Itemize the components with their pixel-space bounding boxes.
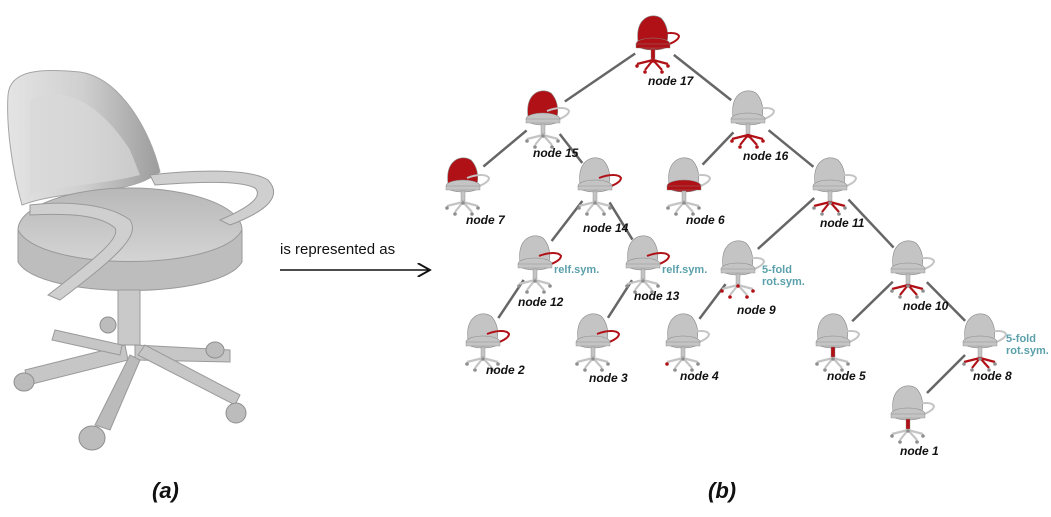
chair-icon bbox=[575, 313, 621, 372]
tree-edge-n11-n10 bbox=[847, 198, 895, 249]
tree-edge-n10-n8 bbox=[925, 281, 967, 322]
symmetry-label: 5-fold bbox=[762, 264, 792, 276]
node-label: node 13 bbox=[634, 289, 680, 303]
node-label: node 17 bbox=[648, 74, 695, 88]
tree-edge-n15-n14 bbox=[558, 133, 584, 164]
tree-edge-n16-n6 bbox=[701, 131, 735, 166]
chair-icon bbox=[635, 15, 681, 74]
node-label: node 4 bbox=[680, 369, 719, 383]
caption-b: (b) bbox=[708, 478, 736, 503]
node-label: node 7 bbox=[466, 213, 506, 227]
tree-node-n15: node 15 bbox=[525, 90, 579, 160]
symmetry-label: relf.sym. bbox=[554, 264, 599, 276]
tree-node-n3: node 3 bbox=[575, 313, 628, 385]
node-label: node 8 bbox=[973, 369, 1012, 383]
tree-node-n5: node 5 bbox=[815, 313, 866, 383]
chair-icon bbox=[730, 90, 776, 149]
chair-icon bbox=[666, 157, 712, 216]
chair-icon bbox=[815, 313, 861, 372]
chair-icon bbox=[812, 157, 858, 216]
tree-node-n11: node 11 bbox=[812, 157, 865, 230]
tree-edge-n10-n5 bbox=[851, 280, 894, 323]
node-label: node 1 bbox=[900, 444, 939, 458]
chair-icon bbox=[465, 313, 511, 372]
tree-edge-n17-n15 bbox=[564, 52, 636, 103]
tree-node-n12: node 12 relf.sym. bbox=[517, 235, 599, 309]
symmetry-label: 5-fold bbox=[1006, 333, 1036, 345]
node-label: node 6 bbox=[686, 213, 725, 227]
arrow-label: is represented as bbox=[280, 241, 395, 258]
node-label: node 14 bbox=[583, 221, 629, 235]
source-chair-model bbox=[7, 69, 275, 451]
node-label: node 10 bbox=[903, 299, 949, 313]
tree-node-n17: node 17 bbox=[635, 15, 695, 88]
node-label: node 16 bbox=[743, 149, 789, 163]
tree-node-n16: node 16 bbox=[730, 90, 789, 163]
tree-node-n13: node 13 relf.sym. bbox=[625, 235, 707, 303]
node-label: node 5 bbox=[827, 369, 866, 383]
tree-edge-n16-n11 bbox=[767, 129, 815, 168]
tree-node-n14: node 14 bbox=[577, 157, 629, 235]
caption-a: (a) bbox=[152, 478, 179, 503]
tree-node-n7: node 7 bbox=[445, 157, 506, 227]
node-label: node 3 bbox=[589, 371, 628, 385]
tree-edge-n8-n1 bbox=[926, 354, 966, 394]
tree-node-n10: node 10 bbox=[890, 240, 949, 313]
tree-edge-n11-n9 bbox=[756, 197, 816, 250]
tree-node-n1: node 1 bbox=[890, 385, 939, 458]
tree-node-n2: node 2 bbox=[465, 313, 525, 377]
tree-nodes: node 17 node 15 node 16 node 7 node 14 node 6… bbox=[445, 15, 1049, 458]
chair-icon bbox=[625, 235, 671, 294]
chair-icon bbox=[890, 240, 936, 299]
symmetry-label: relf.sym. bbox=[662, 264, 707, 276]
chair-icon bbox=[962, 313, 1008, 372]
node-label: node 12 bbox=[518, 295, 564, 309]
node-label: node 2 bbox=[486, 363, 525, 377]
tree-node-n6: node 6 bbox=[666, 157, 725, 227]
chair-icon bbox=[665, 313, 711, 372]
chair-icon bbox=[517, 235, 563, 294]
node-label: node 9 bbox=[737, 303, 776, 317]
chair-icon bbox=[890, 385, 936, 444]
chair-icon bbox=[445, 157, 491, 216]
chair-icon bbox=[577, 157, 623, 216]
tree-edge-n14-n13 bbox=[608, 201, 634, 241]
tree-edge-n15-n7 bbox=[482, 129, 528, 168]
tree-edge-n17-n16 bbox=[673, 53, 732, 102]
symmetry-label: rot.sym. bbox=[1006, 345, 1049, 357]
chair-icon bbox=[525, 90, 571, 149]
node-label: node 11 bbox=[820, 216, 865, 230]
symmetry-label: rot.sym. bbox=[762, 276, 805, 288]
tree-node-n4: node 4 bbox=[665, 313, 719, 383]
node-label: node 15 bbox=[533, 146, 579, 160]
chair-icon bbox=[720, 240, 766, 299]
